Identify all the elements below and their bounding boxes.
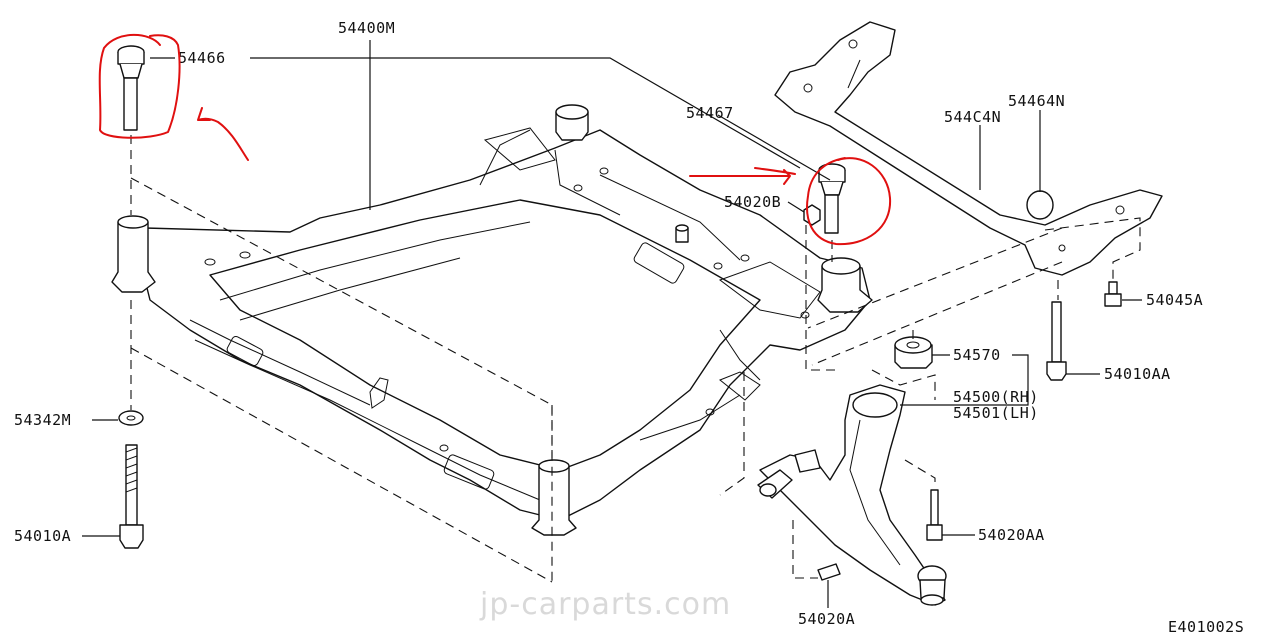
red-circle-bolt-54467 — [806, 157, 892, 246]
watermark: jp-carparts.com — [479, 587, 731, 622]
leader-lines — [82, 40, 1142, 608]
diagram-code: E401002S — [1168, 618, 1244, 636]
label-54010a: 54010A — [14, 527, 71, 545]
label-54400m: 54400M — [338, 19, 395, 37]
bolt-54020aa — [926, 489, 943, 541]
red-circle-bolt-54466 — [98, 33, 181, 139]
bolt-54010aa — [1046, 301, 1067, 381]
label-544c4n: 544C4N — [944, 108, 1001, 126]
bolt-54045a — [1104, 281, 1122, 307]
bolt-54010a — [119, 444, 144, 549]
bolt-54467 — [818, 163, 846, 234]
label-54010aa: 54010AA — [1104, 365, 1171, 383]
label-54020aa: 54020AA — [978, 526, 1045, 544]
label-54020b: 54020B — [724, 193, 781, 211]
label-54342m: 54342M — [14, 411, 71, 429]
red-arrow-right — [689, 167, 796, 185]
stabilizer-bushing — [1026, 190, 1054, 220]
label-54570: 54570 — [953, 346, 1001, 364]
mount-collar-rear-right — [817, 257, 873, 313]
red-annotations — [98, 33, 892, 246]
label-54500: 54500(RH) — [953, 388, 1039, 406]
part-labels: 54466 54400M 54467 54464N 544C4N 54020B … — [14, 19, 1244, 636]
bolt-54466 — [117, 45, 145, 131]
bushing-54570 — [894, 336, 933, 369]
label-54501: 54501(LH) — [953, 404, 1039, 422]
mount-collar-rear-left — [531, 459, 577, 536]
label-54467: 54467 — [686, 104, 734, 122]
mount-collar-front-left — [111, 215, 156, 293]
label-54464n: 54464N — [1008, 92, 1065, 110]
washer-54342m — [118, 410, 144, 426]
suspension-member — [139, 127, 871, 521]
label-54045a: 54045A — [1146, 291, 1203, 309]
label-54466: 54466 — [178, 49, 226, 67]
mount-collar-front-right — [555, 104, 589, 141]
transverse-link — [757, 384, 947, 606]
label-54020a: 54020A — [798, 610, 855, 628]
stabilizer-bar — [774, 21, 1163, 276]
assembly-lines — [130, 135, 1141, 583]
red-arrow-left — [197, 107, 249, 161]
bolt-54020a — [817, 563, 841, 581]
